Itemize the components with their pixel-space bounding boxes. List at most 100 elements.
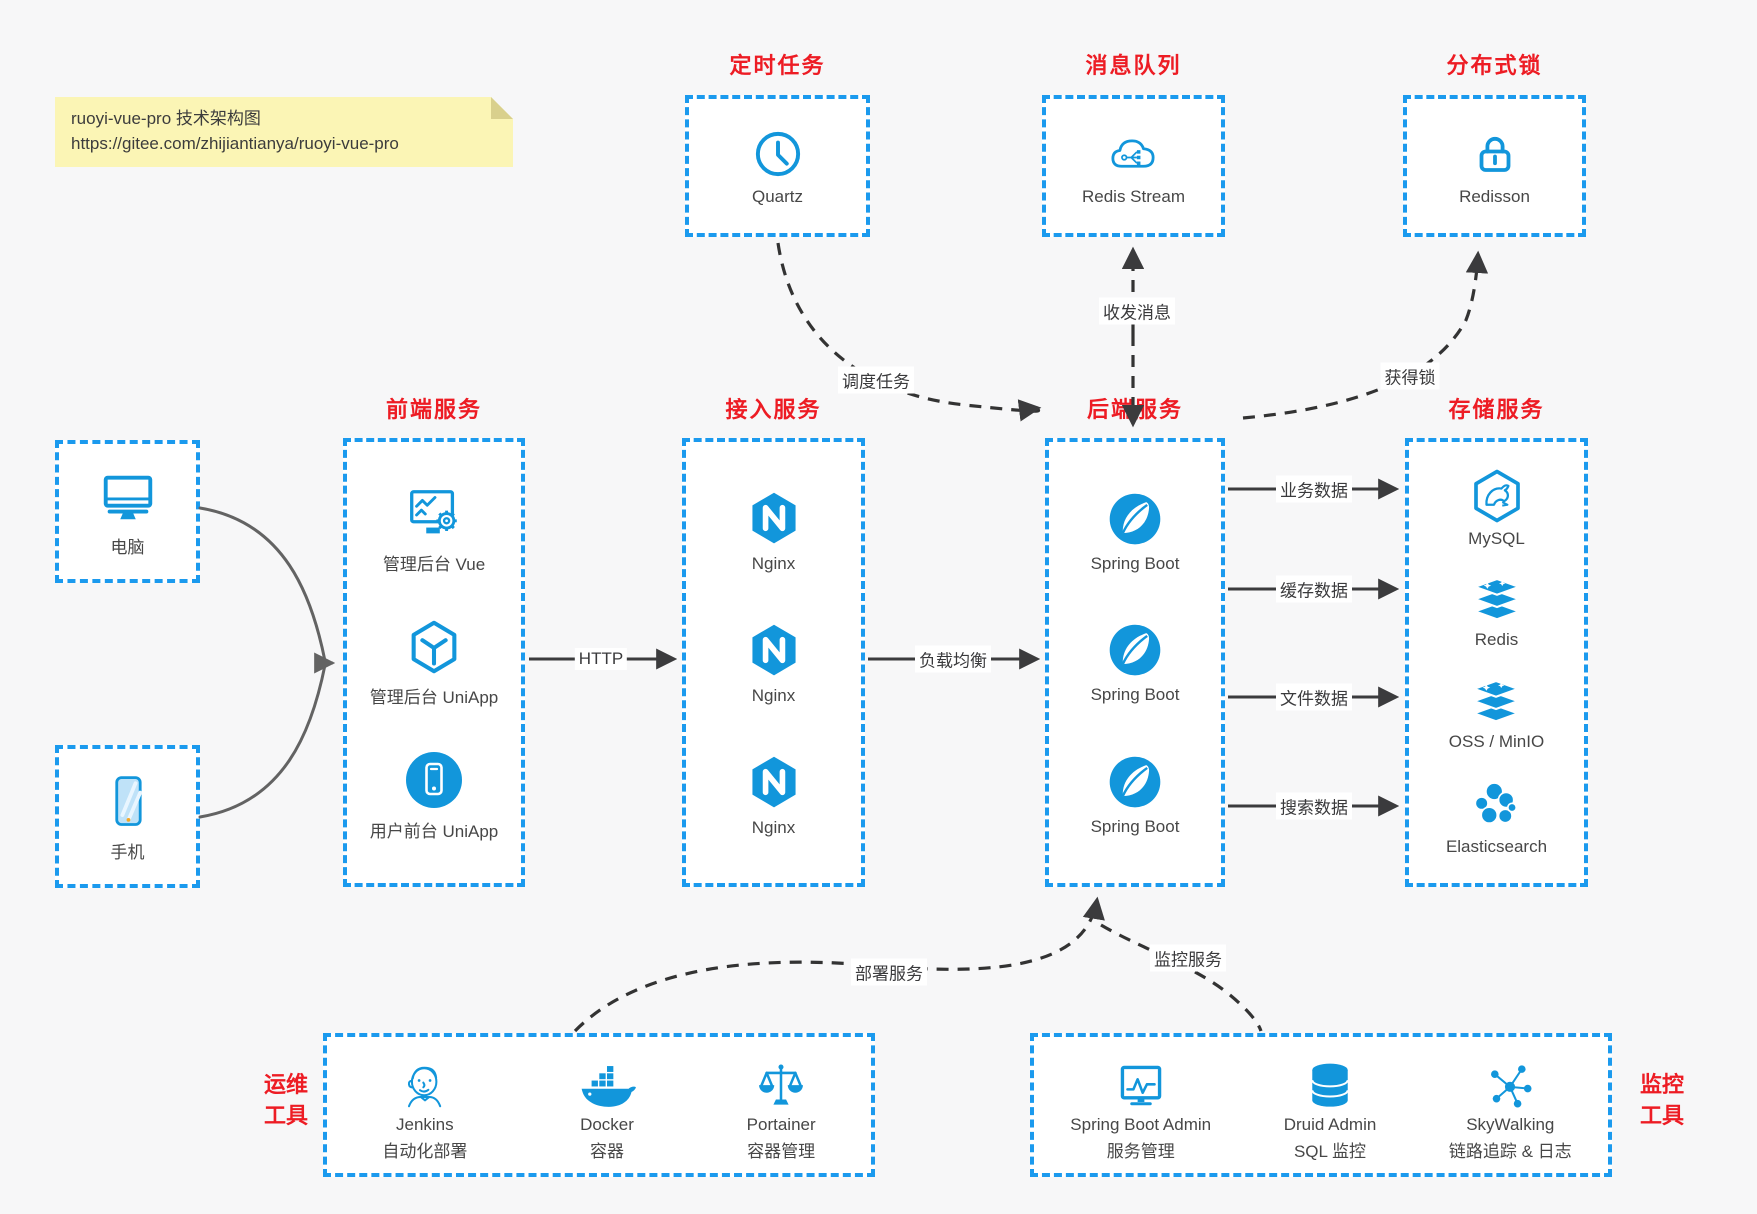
backend-item-2: Spring Boot [1090,620,1180,705]
redisson-box: Redisson [1403,95,1586,237]
ops-item-jenkins: Jenkins 自动化部署 [382,1049,467,1162]
gateway-label-1: Nginx [751,554,796,573]
storage-stack-icon [1471,679,1522,722]
note-title: ruoyi-vue-pro 技术架构图 [71,109,261,128]
network-nodes-icon [1491,1064,1532,1108]
spring-boot-icon [1109,493,1161,544]
quartz-item: Quartz [750,126,806,207]
edge-label-monitor: 监控服务 [1150,944,1226,972]
title-message-queue: 消息队列 [1085,53,1182,78]
mobile-box: 手机 [55,745,200,888]
gateway-item-2: Nginx [744,619,804,706]
scales-icon [759,1063,804,1105]
frontend-item-admin-vue: 管理后台 Vue [383,483,485,575]
computer-icon [103,475,152,519]
edge-label-http: HTTP [574,648,628,670]
title-backend-services: 后端服务 [1086,397,1183,422]
frontend-label-admin-uniapp: 管理后台 UniApp [369,687,499,707]
uniapp-cube-icon [411,620,457,673]
gateway-box: Nginx Nginx Nginx [682,438,865,887]
ops-name-portainer: Portainer [746,1114,816,1134]
edge-label-file-data: 文件数据 [1276,683,1352,711]
title-ops-tools: 运维 工具 [263,1072,308,1128]
edge-label-search-data: 搜索数据 [1276,792,1352,820]
title-gateway-services: 接入服务 [725,397,822,422]
edge-label-cache-data: 缓存数据 [1276,575,1352,603]
admin-vue-icon [410,489,457,534]
quartz-label: Quartz [751,186,804,206]
frontend-label-admin-vue: 管理后台 Vue [382,554,486,574]
edge-label-load-balance: 负载均衡 [915,645,991,673]
mobile-item: 手机 [98,771,158,863]
title-distributed-lock: 分布式锁 [1446,53,1543,78]
edge-label-deploy: 部署服务 [851,958,927,986]
gateway-item-3: Nginx [744,751,804,838]
ops-item-docker: Docker 容器 [578,1049,636,1162]
quartz-box: Quartz [685,95,870,237]
ops-item-portainer: Portainer 容器管理 [747,1049,816,1162]
backend-item-3: Spring Boot [1090,752,1180,837]
ops-box: Jenkins 自动化部署 Docker 容器 [323,1033,875,1177]
monitor-desc-skywalking: 链路追踪 & 日志 [1448,1141,1572,1161]
redisson-item: Redisson [1459,126,1530,207]
gateway-label-3: Nginx [751,818,796,837]
monitor-pulse-icon [1120,1065,1161,1105]
nginx-icon [751,492,796,544]
edge-pc-to-frontend [198,506,327,663]
backend-item-1: Spring Boot [1090,489,1180,574]
sticky-note: ruoyi-vue-pro 技术架构图 https://gitee.com/zh… [55,97,513,167]
docker-icon [581,1065,636,1107]
monitor-item-skywalking: SkyWalking 链路追踪 & 日志 [1449,1049,1572,1162]
cloud-network-icon [1111,138,1156,168]
monitor-item-druid: Druid Admin SQL 监控 [1283,1049,1377,1162]
gateway-item-1: Nginx [744,487,804,574]
monitor-desc-druid: SQL 监控 [1293,1141,1367,1161]
monitor-name-skywalking: SkyWalking [1466,1114,1555,1134]
user-app-icon [405,752,462,809]
storage-item-mysql: MySQL [1468,468,1525,549]
gateway-label-2: Nginx [751,686,796,705]
mysql-icon [1473,469,1520,523]
monitor-desc-sba: 服务管理 [1106,1141,1175,1161]
phone-icon [114,775,142,826]
storage-label-elasticsearch: Elasticsearch [1445,836,1548,856]
edge-label-message: 收发消息 [1099,297,1175,325]
redisson-label: Redisson [1459,186,1530,206]
storage-item-oss: OSS / MinIO [1449,677,1544,752]
clock-icon [755,131,800,176]
backend-label-2: Spring Boot [1090,685,1180,704]
spring-boot-icon [1109,756,1161,807]
redis-stream-label: Redis Stream [1082,186,1185,206]
frontend-item-user-uniapp: 用户前台 UniApp [370,748,498,842]
title-frontend-services: 前端服务 [385,397,482,422]
spring-boot-icon [1109,624,1161,676]
storage-item-elasticsearch: Elasticsearch [1446,778,1547,857]
lock-icon [1479,136,1510,172]
monitor-box: Spring Boot Admin 服务管理 Druid Admin SQL 监… [1030,1033,1612,1177]
ops-desc-portainer: 容器管理 [747,1141,816,1161]
storage-label-redis: Redis [1474,630,1519,650]
redis-stream-item: Redis Stream [1082,126,1185,207]
storage-label-oss: OSS / MinIO [1448,731,1545,751]
database-icon [1311,1063,1349,1107]
storage-item-redis: Redis [1469,575,1525,650]
edge-label-schedule: 调度任务 [838,366,914,394]
redis-stream-box: Redis Stream [1042,95,1225,237]
monitor-name-druid: Druid Admin [1283,1114,1377,1134]
mobile-label: 手机 [110,842,145,862]
backend-label-3: Spring Boot [1090,816,1180,836]
pc-item: 电脑 [97,466,159,558]
monitor-item-sba: Spring Boot Admin 服务管理 [1070,1049,1211,1162]
edge-label-lock: 获得锁 [1380,362,1440,390]
jenkins-icon [407,1066,442,1107]
edge-monitor-service [1100,923,1263,1032]
nginx-icon [751,756,796,808]
monitor-name-sba: Spring Boot Admin [1070,1114,1212,1134]
edge-deploy-service [573,896,1105,1033]
frontend-box: 管理后台 Vue 管理后台 UniApp 用户前台 UniApp [343,438,525,887]
ops-name-jenkins: Jenkins [396,1114,454,1134]
frontend-label-user-uniapp: 用户前台 UniApp [369,822,499,842]
backend-label-1: Spring Boot [1090,553,1180,573]
ops-desc-jenkins: 自动化部署 [382,1141,468,1161]
